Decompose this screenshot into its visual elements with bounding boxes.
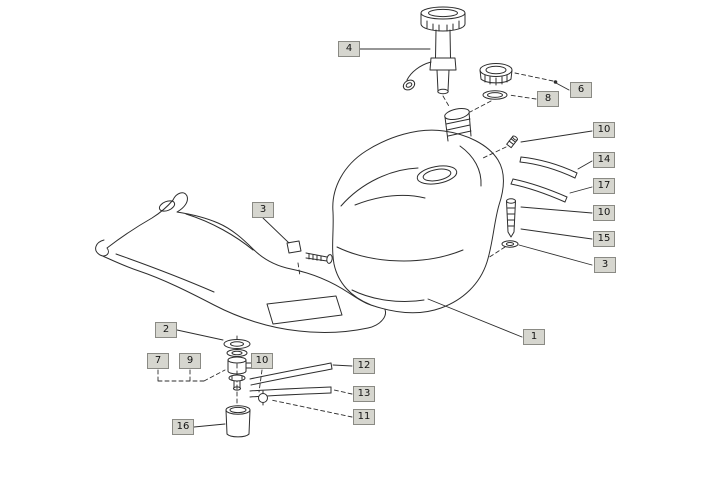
frame-part-drawing: [95, 192, 386, 333]
fuel-tank-drawing: [332, 129, 504, 314]
callout-10-a[interactable]: 10: [593, 122, 615, 138]
callout-2[interactable]: 2: [155, 322, 177, 338]
callout-3-a[interactable]: 3: [594, 257, 616, 273]
alignment-dashed-lines: [157, 72, 554, 418]
filler-neck-drawing: [444, 107, 472, 142]
bracket-screw-left: [286, 240, 333, 264]
callout-7[interactable]: 7: [147, 353, 169, 369]
filler-cap-assembly: [402, 6, 466, 95]
callout-17[interactable]: 17: [593, 178, 615, 194]
hose-17-drawing: [510, 178, 568, 203]
callout-15[interactable]: 15: [593, 231, 615, 247]
spare-cap-assembly: [479, 63, 513, 100]
callout-1[interactable]: 1: [523, 329, 545, 345]
callout-8[interactable]: 8: [537, 91, 559, 107]
junction-dot: [553, 80, 558, 84]
fuel-tap-assembly: [223, 339, 256, 438]
callout-4[interactable]: 4: [338, 41, 360, 57]
fasteners-right: [501, 135, 519, 248]
callout-14[interactable]: 14: [593, 152, 615, 168]
callout-10-b[interactable]: 10: [593, 205, 615, 221]
callout-13[interactable]: 13: [353, 386, 375, 402]
callout-3-b[interactable]: 3: [252, 202, 274, 218]
callout-12[interactable]: 12: [353, 358, 375, 374]
callout-9[interactable]: 9: [179, 353, 201, 369]
callout-10-c[interactable]: 10: [251, 353, 273, 369]
hose-14-drawing: [519, 156, 578, 179]
callout-16[interactable]: 16: [172, 419, 194, 435]
callout-11[interactable]: 11: [353, 409, 375, 425]
callout-6[interactable]: 6: [570, 82, 592, 98]
leader-lines: [176, 48, 593, 428]
hoses-bottom-drawing: [249, 362, 333, 406]
